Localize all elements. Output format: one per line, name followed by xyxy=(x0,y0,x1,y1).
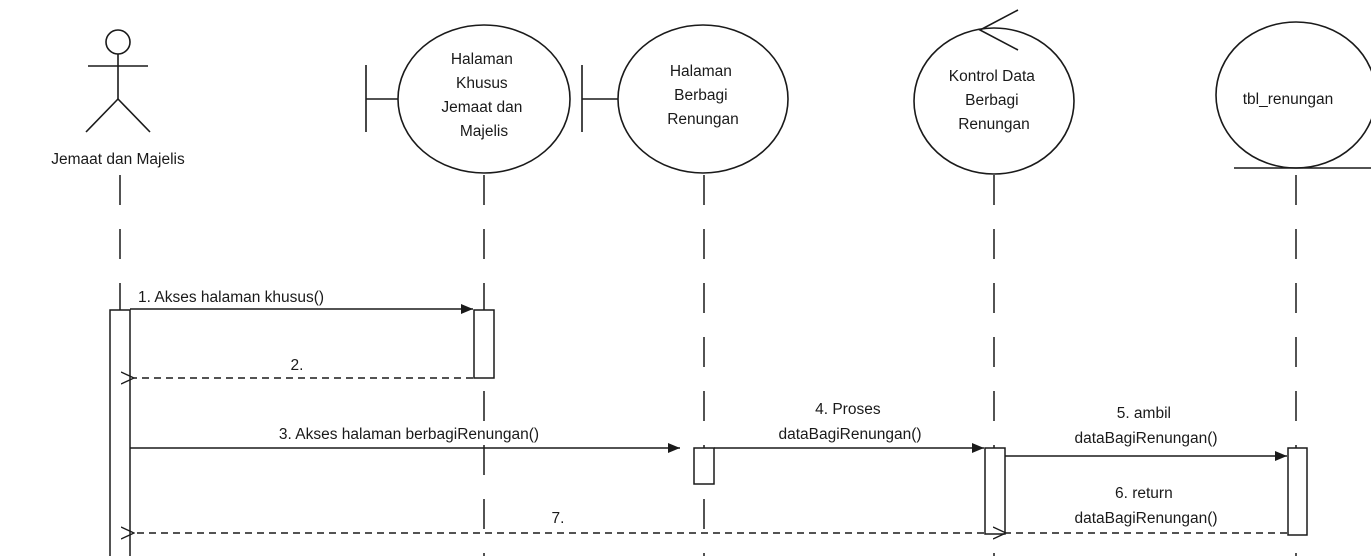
message-6-label-line-2: dataBagiRenungan() xyxy=(1074,510,1217,527)
control-circle xyxy=(913,27,1075,175)
svg-text:6. return dataBagiRenung: 6. return dataBagiRenungan() xyxy=(1074,485,1217,527)
entity-tbl-renungan: tbl_renungan xyxy=(1215,21,1371,169)
activation-boundary1 xyxy=(473,309,495,379)
message-7: 7. xyxy=(134,510,984,533)
message-4-label-line-1: 4. Proses xyxy=(815,401,881,418)
control-line-3: Renungan xyxy=(958,116,1030,133)
activation-boundary2 xyxy=(693,447,715,485)
message-6: 6. return dataBagiRenungan() xyxy=(1006,485,1287,533)
boundary1-line-3: Jemaat dan xyxy=(441,99,522,116)
message-1-label: 1. Akses halaman khusus() xyxy=(138,289,324,306)
message-3: 3. Akses halaman berbagiRenungan() xyxy=(130,426,680,453)
svg-text:5. ambil dataBagiRenunga: 5. ambil dataBagiRenungan() xyxy=(1074,405,1217,447)
boundary1-line-2: Khusus xyxy=(456,75,508,92)
boundary1-line-1: Halaman xyxy=(451,51,513,68)
actor-left-leg xyxy=(85,98,119,133)
message-7-label: 7. xyxy=(552,510,565,527)
message-4: 4. Proses dataBagiRenungan() xyxy=(714,401,984,453)
activation-control xyxy=(984,447,1006,535)
boundary2-line-3: Renungan xyxy=(667,111,739,128)
message-5-label-line-1: 5. ambil xyxy=(1117,405,1171,422)
boundary-halaman-berbagi: Halaman Berbagi Renungan xyxy=(581,24,789,174)
boundary-circle xyxy=(617,24,789,174)
svg-text:Halaman Khusus Jem: Halaman Khusus Jemaat dan Majelis xyxy=(441,51,526,140)
message-2-label: 2. xyxy=(291,357,304,374)
message-4-label-line-2: dataBagiRenungan() xyxy=(778,426,921,443)
boundary-circle xyxy=(397,24,571,174)
control-arrow-icon xyxy=(978,9,1019,51)
activation-bars xyxy=(109,309,1308,556)
boundary-halaman-khusus: Halaman Khusus Jemaat dan Majelis xyxy=(365,24,571,174)
boundary2-line-2: Berbagi xyxy=(674,87,727,104)
message-5: 5. ambil dataBagiRenungan() xyxy=(1005,405,1287,461)
message-1: 1. Akses halaman khusus() xyxy=(130,289,473,314)
message-2: 2. xyxy=(134,357,473,378)
actor-right-leg xyxy=(117,98,151,133)
svg-text:4. Proses dataBagiRenung: 4. Proses dataBagiRenungan() xyxy=(778,401,921,443)
actor-label: Jemaat dan Majelis xyxy=(51,151,185,168)
actor-jemaat-majelis: Jemaat dan Majelis xyxy=(51,29,185,168)
activation-actor xyxy=(109,309,131,556)
actor-head xyxy=(105,29,131,55)
control-kontrol-data: Kontrol Data Berbagi Renungan xyxy=(913,9,1075,175)
svg-text:Kontrol Data Berbagi: Kontrol Data Berbagi Renungan xyxy=(949,68,1039,133)
message-6-label-line-1: 6. return xyxy=(1115,485,1173,502)
control-line-1: Kontrol Data xyxy=(949,68,1036,85)
control-line-2: Berbagi xyxy=(965,92,1018,109)
boundary2-line-1: Halaman xyxy=(670,63,732,80)
message-5-label-line-2: dataBagiRenungan() xyxy=(1074,430,1217,447)
entity-label: tbl_renungan xyxy=(1243,91,1334,108)
boundary1-line-4: Majelis xyxy=(460,123,508,140)
svg-text:Halaman Berbagi Re: Halaman Berbagi Renungan xyxy=(667,63,739,128)
activation-entity xyxy=(1287,447,1308,536)
message-3-label: 3. Akses halaman berbagiRenungan() xyxy=(279,426,539,443)
